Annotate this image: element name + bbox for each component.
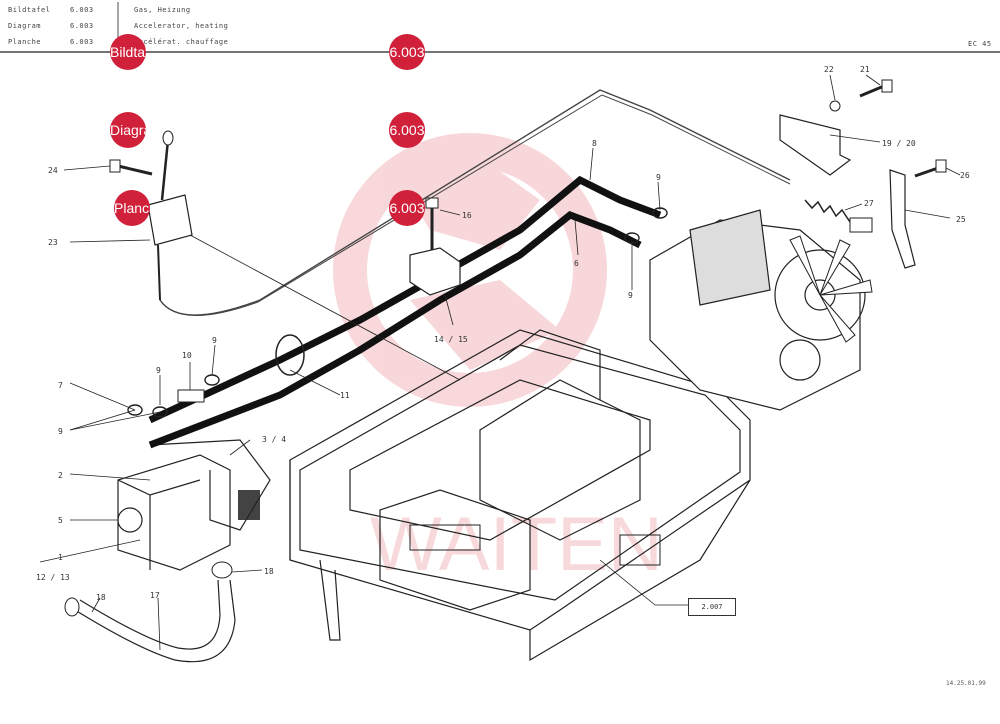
lever-cable-end: [157, 244, 161, 301]
callout-9-mid: 9: [156, 366, 161, 375]
hose-clip-11: [275, 334, 305, 376]
bolt-21-head: [881, 79, 893, 93]
callout-19-20: 19 / 20: [882, 139, 916, 148]
callout-27: 27: [864, 199, 874, 208]
leader-lines: [39, 74, 961, 651]
clamp-9-b: [152, 406, 168, 418]
callout-10: 10: [182, 351, 192, 360]
callout-17: 17: [150, 591, 160, 600]
callout-14-15: 14 / 15: [434, 335, 468, 344]
header-value-diagram: 6.003: [70, 22, 94, 30]
frame: [289, 329, 751, 662]
header-title-en: Accelerator, heating: [134, 22, 229, 30]
callout-9-right-lower: 9: [628, 291, 633, 300]
callout-26: 26: [960, 171, 970, 180]
callout-21: 21: [860, 65, 870, 74]
spring-27: [804, 199, 851, 223]
callout-23: 23: [48, 238, 58, 247]
heater-fan: [117, 507, 143, 533]
header-label-planche: Planche: [8, 38, 42, 46]
valve-10: [177, 389, 205, 403]
callout-18: 18: [264, 567, 274, 576]
header-model: EC 45: [968, 40, 992, 48]
cable-bracket-19-20: [779, 114, 852, 176]
clamp-9-c: [204, 374, 220, 386]
bolt-26: [914, 166, 939, 178]
hand-throttle-lever: [147, 194, 193, 246]
hotspot-diagram[interactable]: Diagram: [110, 112, 146, 148]
washer-22: [829, 100, 841, 112]
header-value-bildtafel: 6.003: [70, 6, 94, 14]
callout-11: 11: [340, 391, 350, 400]
duct-17: [74, 579, 236, 663]
bolt-24: [117, 164, 153, 176]
bracket-25: [889, 169, 916, 269]
callout-5: 5: [58, 516, 63, 525]
hose-lower: [148, 211, 642, 449]
callout-18-left: 18: [96, 593, 106, 602]
header-label-bildtafel: Bildtafel: [8, 6, 51, 14]
hotspot-diagram-number[interactable]: 6.003: [389, 112, 425, 148]
heater-grille: [238, 490, 260, 520]
elbow-18: [211, 561, 233, 579]
callout-1: 1: [58, 553, 63, 562]
header-title-de: Gas, Heizung: [134, 6, 191, 14]
callout-9-valve: 9: [212, 336, 217, 345]
frame-plate: [409, 524, 481, 551]
lever-knob: [162, 130, 174, 146]
bolt-24-head: [109, 159, 121, 173]
header-title-fr: Accélérat. chauffage: [134, 38, 229, 46]
footer-date: 14.25.01.99: [946, 680, 986, 687]
callout-9-left: 9: [58, 427, 63, 436]
hotspot-planche-number[interactable]: 6.003: [389, 190, 425, 226]
hotspot-planche[interactable]: Planche: [114, 190, 150, 226]
callout-6: 6: [574, 259, 579, 268]
clamp-9-a: [127, 404, 143, 416]
watermark-text: WAITEN: [370, 502, 663, 587]
callout-25: 25: [956, 215, 966, 224]
clamp-9-d: [624, 232, 640, 244]
reference-box[interactable]: 2.007: [688, 598, 736, 616]
callout-2: 2: [58, 471, 63, 480]
header-value-planche: 6.003: [70, 38, 94, 46]
hose-upper: [148, 175, 662, 424]
callout-7: 7: [58, 381, 63, 390]
cable-end-27: [849, 217, 873, 233]
duct-end: [64, 597, 80, 617]
callout-24: 24: [48, 166, 58, 175]
clamp-bolt-head: [425, 197, 439, 209]
duct-17-inner: [79, 579, 221, 650]
hotspot-bildtafel-number[interactable]: 6.003: [389, 34, 425, 70]
header-label-diagram: Diagram: [8, 22, 42, 30]
callout-3-4: 3 / 4: [262, 435, 286, 444]
callout-16: 16: [462, 211, 472, 220]
frame-bracket: [619, 534, 661, 566]
bolt-21: [859, 84, 885, 98]
callout-8: 8: [592, 139, 597, 148]
lever-handle: [160, 139, 170, 201]
bolt-26-head: [935, 159, 947, 173]
hose-clamp-block: [409, 247, 461, 296]
callout-9-right-upper: 9: [656, 173, 661, 182]
callout-12-13: 12 / 13: [36, 573, 70, 582]
callout-22: 22: [824, 65, 834, 74]
engine-fan-blades: [789, 235, 873, 343]
hotspot-bildtafel[interactable]: Bildtafel: [110, 34, 146, 70]
throttle-cable-outer: [159, 94, 791, 316]
